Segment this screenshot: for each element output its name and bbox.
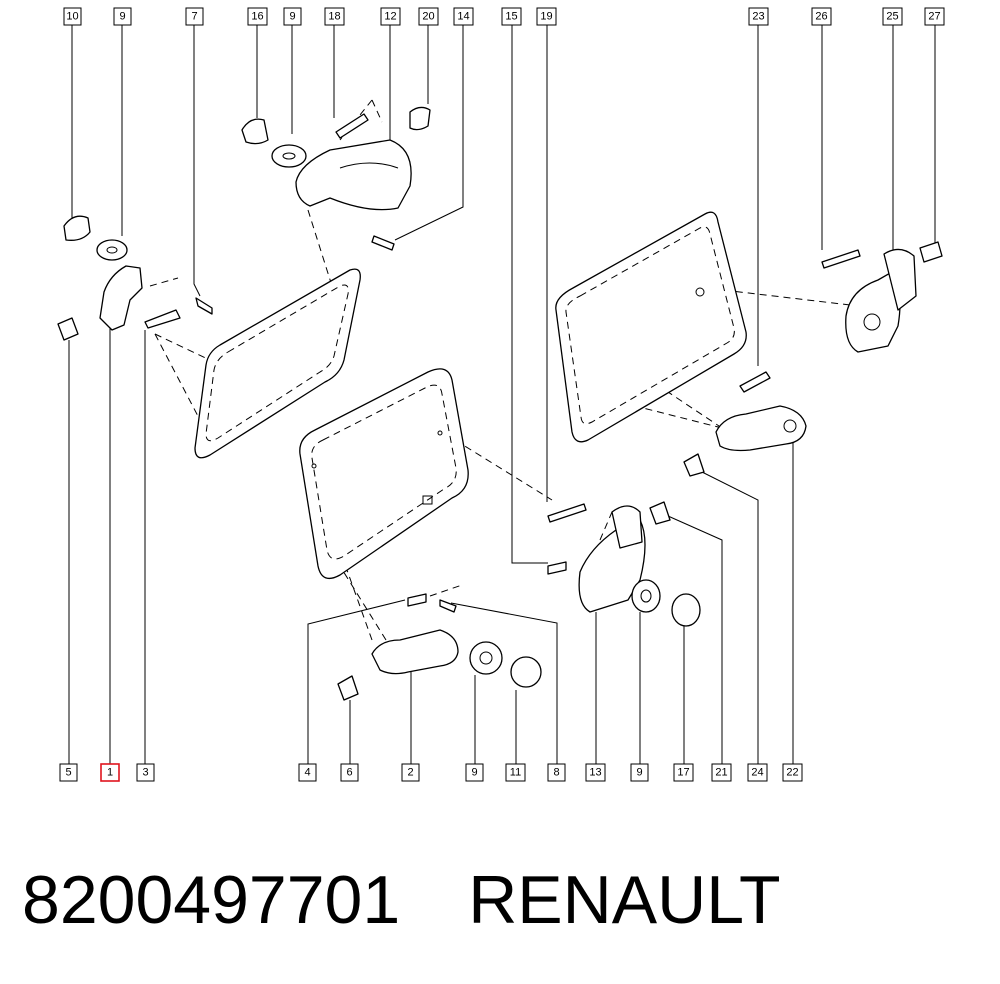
hinge-top [241, 106, 431, 251]
callout-box[interactable]: 11 [505, 763, 526, 782]
callout-box[interactable]: 23 [748, 7, 769, 26]
window-right [555, 211, 747, 443]
callout-label: 19 [540, 11, 552, 23]
callout-label: 16 [251, 11, 263, 23]
callout-box[interactable]: 22 [782, 763, 803, 782]
window-left [194, 268, 361, 459]
callout-label: 15 [505, 11, 517, 23]
callout-box[interactable]: 6 [340, 763, 359, 782]
callout-label: 9 [289, 11, 295, 23]
callout-label: 9 [119, 11, 125, 23]
hinge-bottom-right [547, 501, 701, 627]
callout-label: 1 [107, 767, 113, 779]
callout-label: 22 [786, 767, 798, 779]
callout-box[interactable]: 9 [113, 7, 132, 26]
callout-box[interactable]: 21 [711, 763, 732, 782]
part-number: 8200497701 [22, 862, 401, 938]
hinge-bottom-center [337, 593, 542, 701]
callout-box[interactable]: 8 [547, 763, 566, 782]
callout-label: 21 [715, 767, 727, 779]
callouts-top: 10 9 7 16 9 18 12 20 14 15 19 23 26 25 2… [63, 7, 945, 26]
callout-box[interactable]: 17 [673, 763, 694, 782]
callouts-bottom: 5 1 3 4 6 2 9 11 8 13 9 17 21 24 22 [59, 763, 803, 782]
callout-label: 2 [407, 767, 413, 779]
callout-label: 24 [751, 767, 763, 779]
callout-box[interactable]: 18 [324, 7, 345, 26]
callout-label: 3 [142, 767, 148, 779]
callout-box[interactable]: 9 [283, 7, 302, 26]
brand-name: RENAULT [468, 862, 781, 938]
callout-box[interactable]: 3 [136, 763, 155, 782]
callout-box-highlighted[interactable]: 1 [100, 763, 120, 782]
callout-label: 8 [553, 767, 559, 779]
hinge-right-top [821, 241, 943, 353]
callout-label: 10 [66, 11, 78, 23]
callout-label: 9 [471, 767, 477, 779]
callout-label: 13 [589, 767, 601, 779]
callout-box[interactable]: 15 [501, 7, 522, 26]
callout-label: 4 [304, 767, 310, 779]
window-center [299, 368, 469, 580]
callout-box[interactable]: 9 [630, 763, 649, 782]
callout-label: 18 [328, 11, 340, 23]
callout-box[interactable]: 20 [418, 7, 439, 26]
callout-label: 27 [928, 11, 940, 23]
callout-box[interactable]: 7 [185, 7, 204, 26]
callout-box[interactable]: 13 [585, 763, 606, 782]
callout-label: 7 [191, 11, 197, 23]
callout-label: 25 [886, 11, 898, 23]
callout-label: 23 [752, 11, 764, 23]
callout-label: 26 [815, 11, 827, 23]
callout-label: 6 [346, 767, 352, 779]
footer-caption: 8200497701 RENAULT [22, 860, 982, 950]
callout-label: 9 [636, 767, 642, 779]
callout-box[interactable]: 27 [924, 7, 945, 26]
callout-box[interactable]: 24 [747, 763, 768, 782]
callout-box[interactable]: 10 [63, 7, 82, 26]
leader-lines [68, 25, 936, 764]
hinge-right-middle [683, 371, 807, 477]
callout-label: 11 [510, 767, 521, 779]
callout-label: 20 [422, 11, 434, 23]
callout-box[interactable]: 12 [380, 7, 401, 26]
callout-box[interactable]: 2 [401, 763, 420, 782]
callout-box[interactable]: 9 [465, 763, 484, 782]
callout-box[interactable]: 5 [59, 763, 78, 782]
callout-label: 5 [65, 767, 71, 779]
callout-box[interactable]: 16 [247, 7, 268, 26]
hinge-upper-left [57, 215, 213, 341]
parts-diagram: 10 9 7 16 9 18 12 20 14 15 19 23 26 25 2… [57, 7, 945, 782]
callout-label: 14 [457, 11, 469, 23]
callout-box[interactable]: 14 [453, 7, 474, 26]
callout-box[interactable]: 19 [536, 7, 557, 26]
callout-box[interactable]: 25 [882, 7, 903, 26]
callout-label: 17 [677, 767, 689, 779]
callout-box[interactable]: 26 [811, 7, 832, 26]
callout-label: 12 [384, 11, 396, 23]
callout-box[interactable]: 4 [298, 763, 317, 782]
